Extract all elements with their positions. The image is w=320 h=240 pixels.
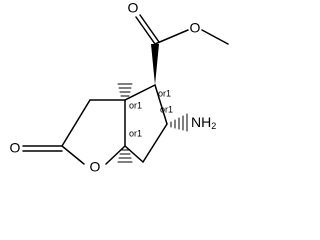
carbonyl-oxygen-label: O (10, 140, 21, 156)
wedge-bond-c4-ester (151, 44, 159, 85)
bond-c4-c5 (154, 84, 168, 125)
ester-carbonyl-oxygen-label: O (128, 0, 139, 16)
bond-c2-c3 (61, 99, 91, 147)
ring-oxygen-label: O (90, 159, 101, 175)
amine-subscript: 2 (211, 121, 216, 131)
stereo-label-c6a: or1 (129, 128, 142, 138)
bond-o1-c2 (61, 145, 85, 165)
hashed-bond-c5-nh2 (170, 113, 188, 132)
bond-ester-c-o-single (154, 29, 189, 45)
bond-ester-c-o-double-a (135, 16, 156, 45)
bond-c5-c6 (142, 123, 168, 163)
stereo-label-c5: or1 (160, 104, 173, 114)
amine-label: NH2 (191, 114, 216, 132)
bond-c6-c6a (124, 145, 144, 163)
bond-c3a-c4 (124, 84, 156, 101)
stereo-label-c3a: or1 (129, 100, 142, 110)
hashed-bond-c6a-h (117, 149, 133, 163)
hashed-bond-c3a-h (117, 83, 133, 101)
amine-symbol: NH (191, 114, 211, 130)
ester-oxygen-label: O (190, 20, 201, 36)
bond-ester-c-o-double-b (139, 14, 160, 43)
bond-c6a-o1 (105, 145, 126, 165)
bond-ester-o-methyl (201, 29, 229, 45)
molecule-structure: O O O O NH2 or1 or1 or1 or1 (10, 0, 229, 175)
stereo-label-c4: or1 (158, 88, 171, 98)
